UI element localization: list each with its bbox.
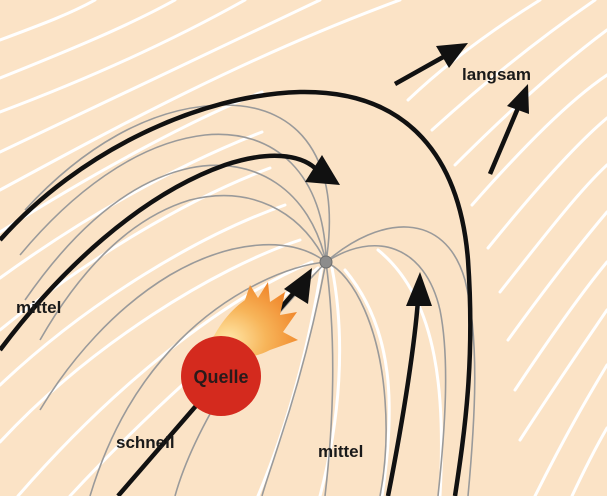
label-langsam: langsam [462, 65, 531, 84]
langsam-arrowhead-2 [507, 84, 529, 114]
source-circle [181, 336, 261, 416]
label-mittel-bottom: mittel [318, 442, 363, 461]
source-label: Quelle [193, 367, 248, 387]
langsam-arrow-1 [393, 54, 447, 86]
mittel-left-arrowhead [305, 155, 340, 185]
langsam-arrow-2 [487, 107, 521, 175]
mittel-left-flow [0, 153, 317, 352]
stagnation-point [319, 255, 333, 269]
label-mittel-left: mittel [16, 298, 61, 317]
outer-loop-flow [0, 89, 473, 496]
schnell-arrowhead [284, 268, 312, 304]
langsam-arrowhead-1 [436, 43, 468, 68]
mittel-bottom-flow [385, 299, 421, 496]
label-schnell: schnell [116, 433, 175, 452]
mittel-bottom-arrowhead [406, 272, 432, 306]
